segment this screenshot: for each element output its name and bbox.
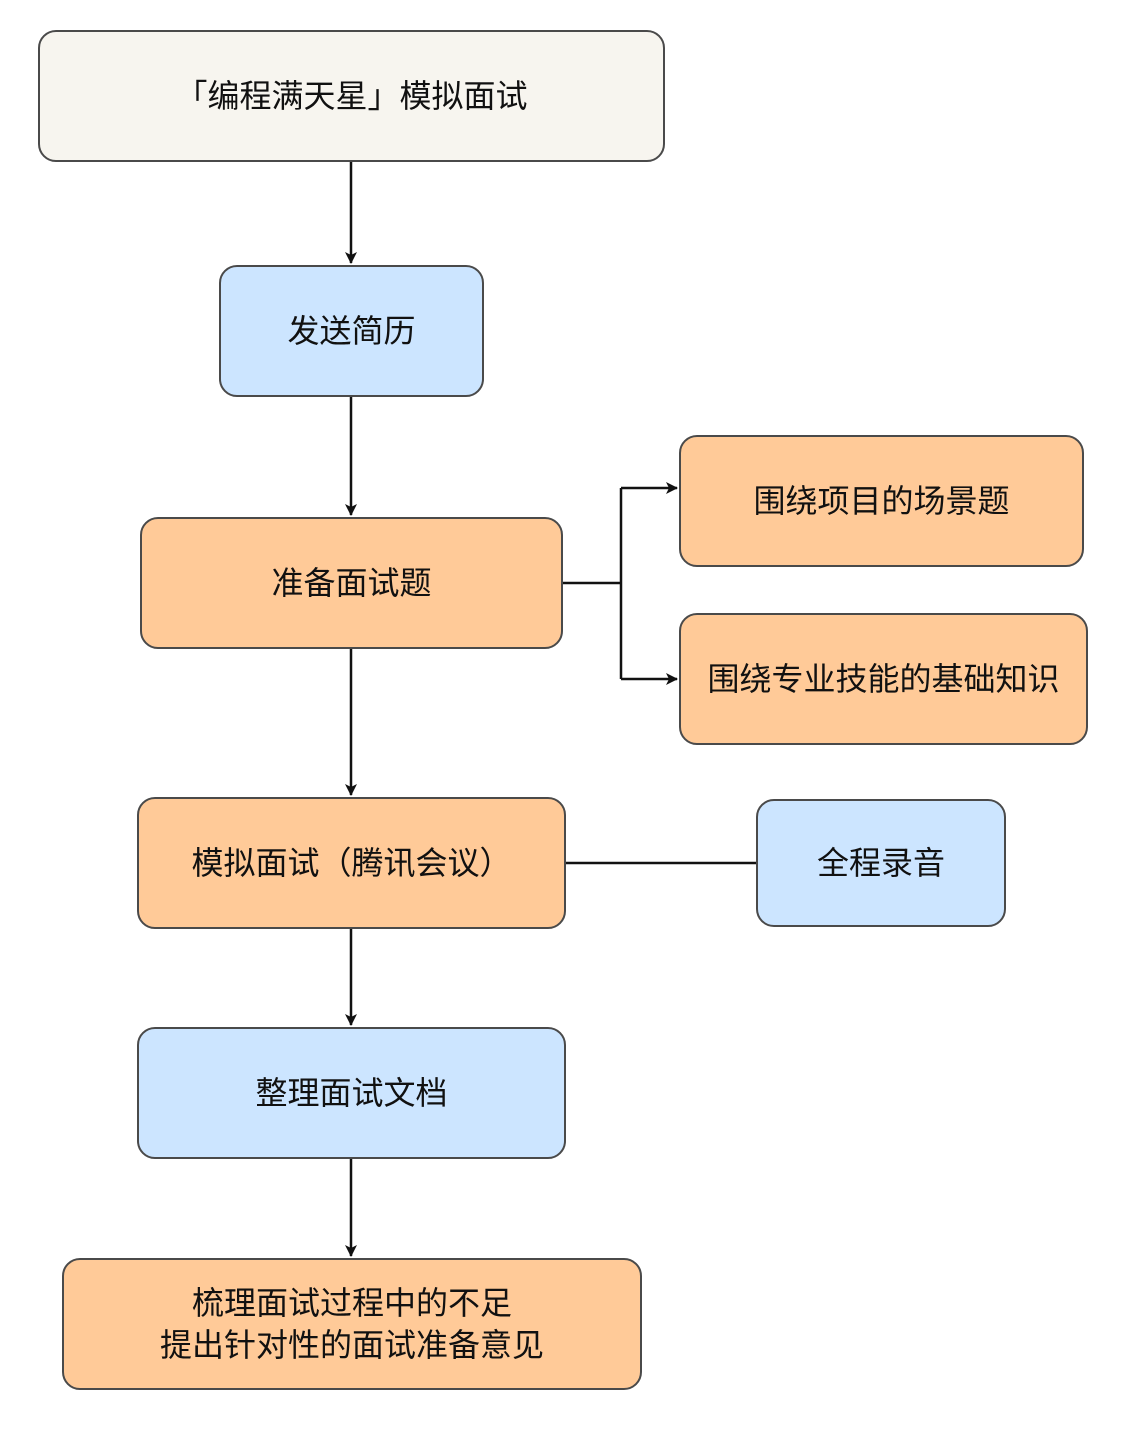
send-resume-node: 发送简历: [219, 265, 484, 397]
organize-docs-node: 整理面试文档: [137, 1027, 566, 1159]
review-label: 梳理面试过程中的不足 提出针对性的面试准备意见: [159, 1284, 544, 1364]
fundamentals-label: 围绕专业技能的基础知识: [707, 660, 1060, 698]
scenario-questions-node: 围绕项目的场景题: [679, 435, 1084, 567]
recording-node: 全程录音: [756, 799, 1006, 927]
scenario-questions-label: 围绕项目的场景题: [753, 482, 1010, 520]
fundamentals-node: 围绕专业技能的基础知识: [679, 613, 1088, 745]
prepare-questions-node: 准备面试题: [140, 517, 563, 649]
recording-label: 全程录音: [816, 844, 945, 882]
start-node-label: 「编程满天星」模拟面试: [175, 77, 528, 115]
prepare-questions-label: 准备面试题: [271, 564, 432, 602]
review-node: 梳理面试过程中的不足 提出针对性的面试准备意见: [62, 1258, 642, 1390]
mock-interview-node: 模拟面试（腾讯会议）: [137, 797, 566, 929]
organize-docs-label: 整理面试文档: [255, 1074, 448, 1112]
start-node: 「编程满天星」模拟面试: [38, 30, 665, 162]
send-resume-label: 发送简历: [287, 312, 416, 350]
mock-interview-label: 模拟面试（腾讯会议）: [191, 844, 512, 882]
